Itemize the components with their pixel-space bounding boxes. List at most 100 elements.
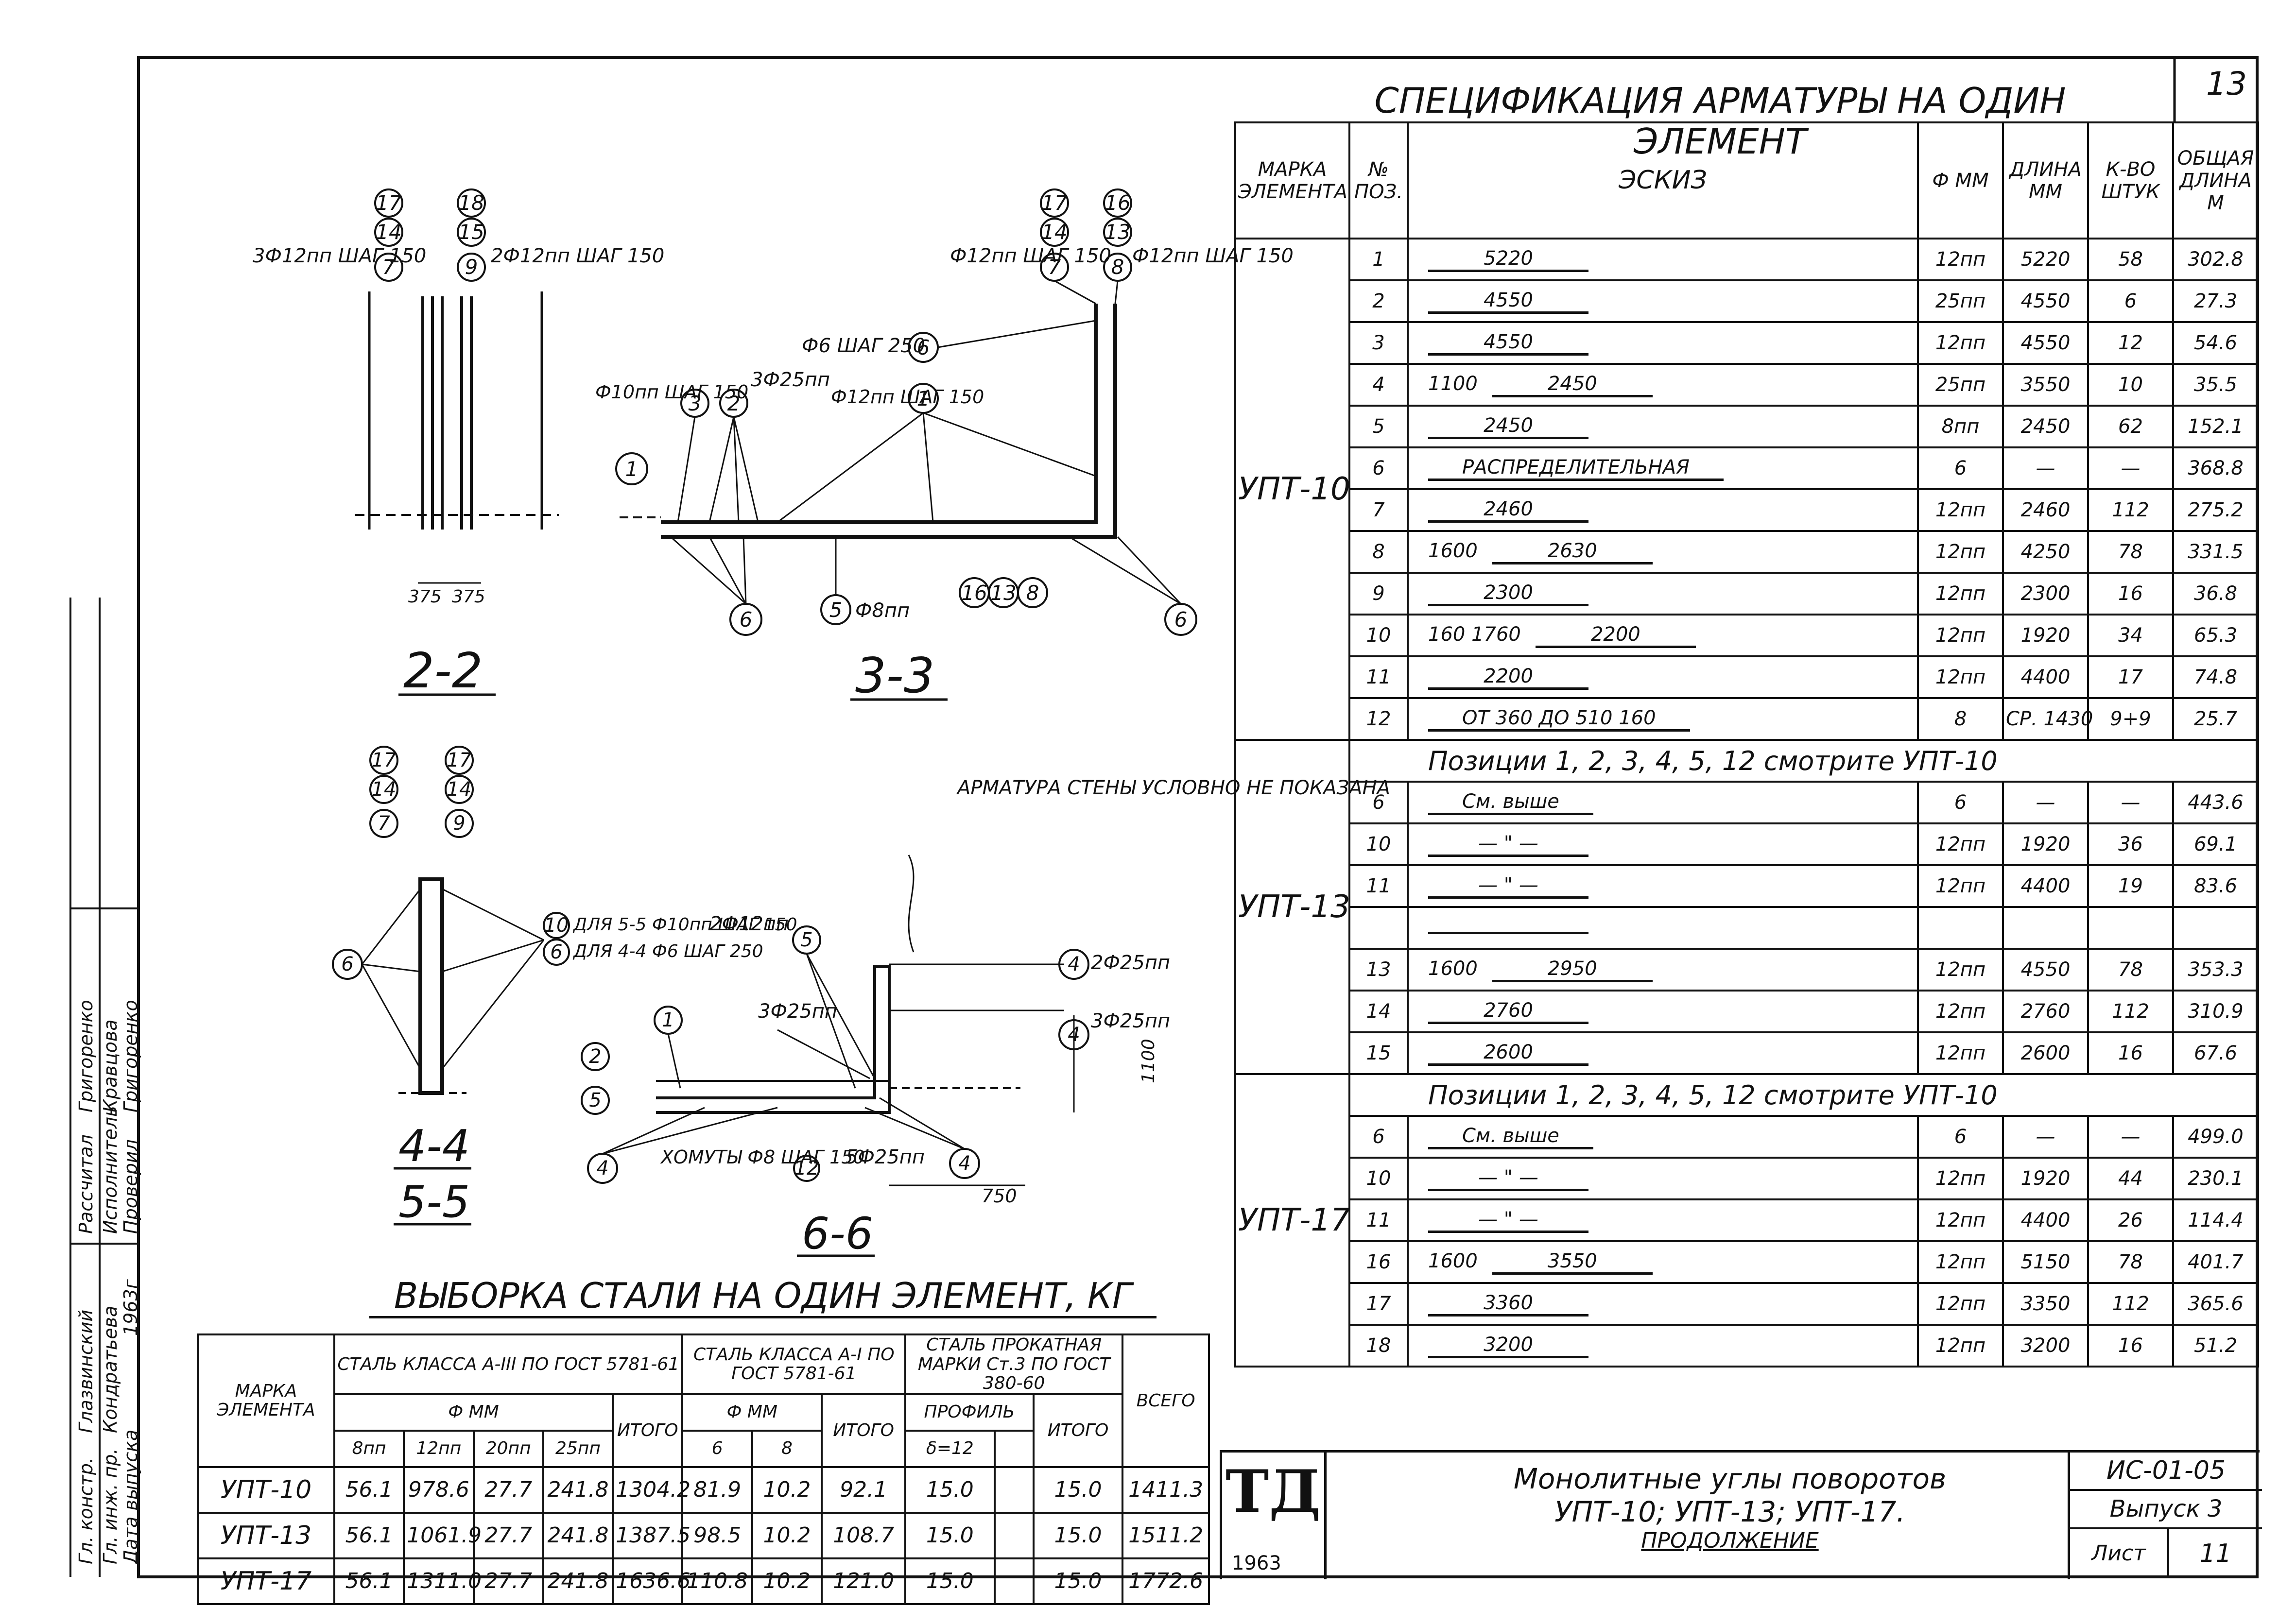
svg-text:Дата выпуска: Дата выпуска [120,1430,141,1565]
spec-row [1235,906,2259,950]
spec-sketch: 2450 [1407,405,1919,448]
svg-text:Ф12пп ШАГ 150: Ф12пп ШАГ 150 [950,245,1111,267]
steel-header-prof: СТАЛЬ ПРОКАТНАЯ МАРКИ Ст.3 ПО ГОСТ 380-6… [904,1333,1124,1395]
svg-text:Григоренко: Григоренко [120,1000,141,1112]
spec-sketch: ОТ 360 ДО 510 160 [1407,697,1919,741]
section-label-6-6: 6-6 [802,1208,873,1259]
spec-sketch-dim: ОТ 360 ДО 510 160 [1428,707,1690,732]
spec-pos: 11 [1348,655,1409,699]
steel-cell: 10.2 [751,1511,823,1559]
spec-sketch-lead: 160 1760 [1428,623,1521,646]
logo-mark: ТД [1226,1457,1321,1526]
spec-pos: 4 [1348,363,1409,407]
spec-sketch-dim: 2460 [1428,498,1588,523]
spec-cell-n: 44 [2087,1157,2174,1200]
spec-cell-d: 6 [1917,1115,2004,1159]
spec-cell-t: 230.1 [2172,1157,2259,1200]
steel-cell: 1772.6 [1122,1557,1210,1605]
svg-text:6: 6 [550,941,562,963]
svg-text:4: 4 [1068,1024,1080,1046]
steel-header-profile: ПРОФИЛЬ [904,1393,1035,1432]
svg-text:17: 17 [447,749,472,771]
spec-pos: 10 [1348,1157,1409,1200]
svg-text:3Ф25пп: 3Ф25пп [751,369,830,391]
steel-cell: 15.0 [904,1557,996,1605]
svg-text:2Ф25пп: 2Ф25пп [1091,952,1170,974]
svg-text:13: 13 [990,581,1016,605]
spec-header-count: К-ВО ШТУК [2087,121,2174,239]
steel-cell: 241.8 [542,1557,614,1605]
spec-cell-n: 12 [2087,321,2174,365]
spec-sketch-lead: 1600 [1428,539,1478,562]
svg-text:18: 18 [458,191,484,215]
steel-cell: 1636.6 [612,1557,691,1605]
spec-header-mark: МАРКА ЭЛЕМЕНТА [1234,121,1350,239]
spec-sketch-dim: РАСПРЕДЕЛИТЕЛЬНАЯ [1428,456,1724,481]
steel-cell: 27.7 [472,1557,544,1605]
spec-cell-l: 2600 [2002,1031,2089,1075]
spec-sketch [1407,906,1919,950]
spec-cell-t: 27.3 [2172,279,2259,323]
svg-text:3: 3 [689,392,702,415]
steel-cell: 10.2 [751,1466,823,1514]
spec-cell-n: 26 [2087,1198,2174,1242]
svg-text:4: 4 [596,1157,608,1180]
spec-sketch: 2760 [1407,990,1919,1033]
spec-cell-d: 12пп [1917,1240,2004,1284]
title-block: ТД 1963 Монолитные углы поворотов УПТ-10… [1220,1450,2262,1579]
spec-cell-t: 331.5 [2172,530,2259,574]
spec-pos: 8 [1348,530,1409,574]
spec-cell-d: 12пп [1917,488,2004,532]
svg-text:1: 1 [917,387,930,410]
spec-cell-l: СР. 1430 [2002,697,2093,741]
spec-pos: 3 [1348,321,1409,365]
spec-sketch: — " — [1407,1157,1919,1200]
steel-header-phi-a1: Ф ММ [681,1393,823,1432]
spec-pos: 6 [1348,781,1409,824]
spec-cell-l: — [2002,781,2089,824]
svg-text:2Ф12пп ШАГ 150: 2Ф12пп ШАГ 150 [491,245,664,267]
spec-pos: 10 [1348,614,1409,657]
spec-pos: 15 [1348,1031,1409,1075]
svg-text:Проверил: Проверил [120,1139,141,1234]
spec-pos: 10 [1348,822,1409,866]
spec-sketch-dim: 3550 [1492,1250,1653,1275]
spec-sketch-dim: 2630 [1492,540,1653,564]
spec-pos: 14 [1348,990,1409,1033]
steel-cell: 15.0 [1032,1511,1124,1559]
svg-text:5: 5 [800,929,812,951]
spec-sketch: 2300 [1407,572,1919,615]
spec-cell-d: 25пп [1917,363,2004,407]
section-label-4-4: 4-4 [398,1121,470,1172]
steel-cell: 121.0 [821,1557,907,1605]
spec-pos: 12 [1348,697,1409,741]
spec-cell-t: 275.2 [2172,488,2259,532]
spec-cell-l [2002,906,2089,950]
spec-cell-d: 8пп [1917,405,2004,448]
spec-sketch-lead: 1600 [1428,1249,1478,1272]
section-label-2-2: 2-2 [403,642,483,699]
spec-cell-d [1917,906,2004,950]
svg-text:6: 6 [1174,608,1188,632]
spec-sketch: 3360 [1407,1282,1919,1326]
spec-header-diam: Ф ММ [1917,121,2004,239]
spec-sketch-dim: 3360 [1428,1292,1588,1316]
svg-text:750: 750 [982,1185,1017,1207]
spec-sketch: 5220 [1407,238,1919,281]
svg-text:Гл. инж. пр.: Гл. инж. пр. [100,1448,121,1564]
